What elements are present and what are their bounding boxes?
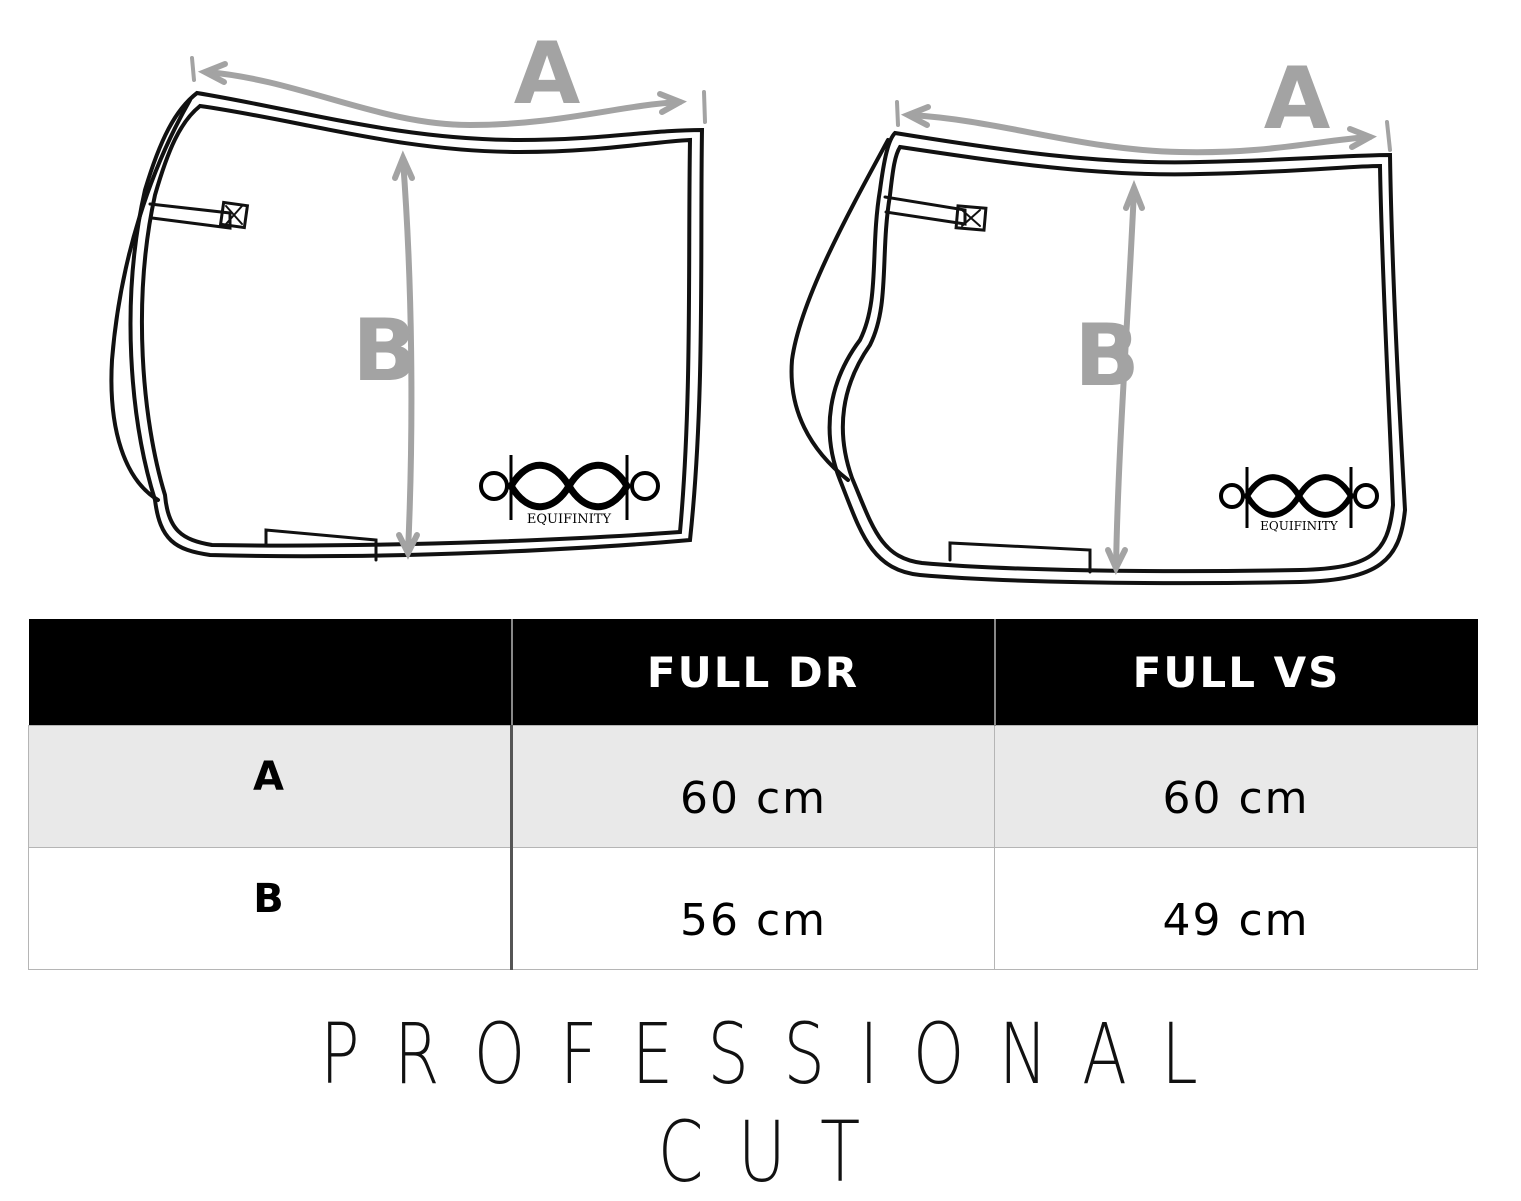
- header-empty: [28, 619, 513, 726]
- dimension-a-arrow-right: [895, 100, 1392, 156]
- logo-text-right: EQUIFINITY: [1260, 519, 1339, 533]
- table-row: A 60 cm 60 cm: [28, 725, 1478, 848]
- row-label: A: [28, 725, 513, 848]
- dimension-b-arrow-right: [1105, 179, 1145, 576]
- table-cell: 56 cm: [511, 847, 995, 970]
- dimension-label-a-right: A: [1264, 49, 1331, 149]
- logo-text: EQUIFINITY: [527, 512, 612, 527]
- saddle-pad-diagrams: A B EQUIFINITY A B EQUIFINITY: [109, 24, 1408, 586]
- footer-title: PROFESSIONAL CUT: [320, 1005, 1233, 1201]
- table-cell: 49 cm: [994, 847, 1478, 970]
- equifinity-logo: EQUIFINITY: [479, 455, 660, 527]
- cell-value: 60 cm: [679, 773, 828, 824]
- cell-value: 56 cm: [679, 895, 828, 946]
- table-cell: 60 cm: [511, 725, 995, 848]
- table-row: B 56 cm 49 cm: [28, 847, 1478, 970]
- table-header-row: FULL DR FULL VS: [28, 619, 1478, 726]
- row-label-text: A: [253, 753, 286, 800]
- size-table: FULL DR FULL VS A 60 cm 60 cm B 56 cm 49…: [28, 619, 1478, 970]
- dimension-b-arrow-left: [392, 150, 420, 560]
- row-label-text: B: [253, 875, 286, 922]
- dimension-label-b: B: [352, 301, 418, 401]
- cell-value: 60 cm: [1162, 773, 1310, 824]
- dimension-a-arrow-left: [190, 56, 707, 129]
- dimension-label-a: A: [514, 24, 581, 124]
- dimension-label-b-right: B: [1074, 306, 1140, 406]
- row-label: B: [28, 847, 513, 970]
- table-cell: 60 cm: [994, 725, 1478, 848]
- equifinity-logo-right: EQUIFINITY: [1219, 467, 1379, 533]
- cell-value: 49 cm: [1162, 895, 1310, 946]
- header-full-dr: FULL DR: [511, 619, 996, 726]
- header-full-vs: FULL VS: [994, 619, 1478, 726]
- jumping-pad-drawing: [789, 130, 1408, 586]
- dressage-pad-drawing: [109, 90, 705, 562]
